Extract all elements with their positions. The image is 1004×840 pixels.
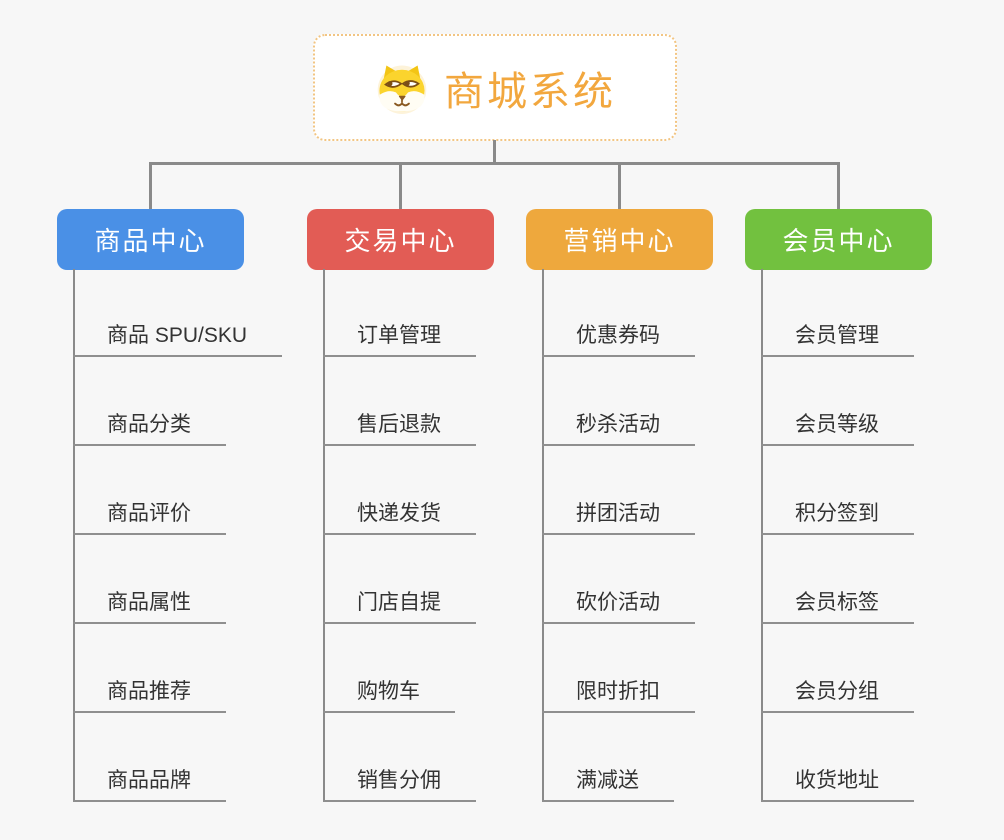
branch-drop-connector-marketing-center — [618, 162, 621, 211]
root-stem-connector — [493, 140, 496, 163]
branch-column-connector-product-center — [73, 269, 75, 801]
tree-item-product-center-2[interactable]: 商品评价 — [73, 499, 226, 535]
branch-header-member-center[interactable]: 会员中心 — [745, 209, 932, 270]
tree-item-trade-center-0[interactable]: 订单管理 — [323, 321, 476, 357]
tree-item-product-center-0[interactable]: 商品 SPU/SKU — [73, 321, 283, 357]
branch-header-marketing-center[interactable]: 营销中心 — [526, 209, 713, 270]
branch-label: 营销中心 — [563, 226, 676, 256]
tree-item-trade-center-2[interactable]: 快递发货 — [323, 499, 476, 535]
tree-item-marketing-center-0[interactable]: 优惠券码 — [542, 321, 695, 357]
tree-item-trade-center-1[interactable]: 售后退款 — [323, 410, 476, 446]
branch-column-connector-member-center — [761, 269, 763, 801]
tree-item-member-center-5[interactable]: 收货地址 — [761, 766, 914, 802]
branch-header-product-center[interactable]: 商品中心 — [57, 209, 244, 270]
branch-drop-connector-member-center — [837, 162, 840, 211]
tree-item-trade-center-5[interactable]: 销售分佣 — [323, 766, 476, 802]
root-title: 商城系统 — [444, 69, 616, 114]
tree-item-marketing-center-1[interactable]: 秒杀活动 — [542, 410, 695, 446]
tree-item-marketing-center-4[interactable]: 限时折扣 — [542, 677, 695, 713]
tree-item-product-center-4[interactable]: 商品推荐 — [73, 677, 226, 713]
branch-drop-connector-trade-center — [399, 162, 402, 211]
branch-label: 交易中心 — [344, 226, 457, 256]
dog-face-icon — [374, 62, 430, 114]
branch-label: 商品中心 — [94, 226, 207, 256]
tree-item-member-center-1[interactable]: 会员等级 — [761, 410, 914, 446]
branch-label: 会员中心 — [782, 226, 895, 256]
tree-item-product-center-1[interactable]: 商品分类 — [73, 410, 226, 446]
tree-item-trade-center-3[interactable]: 门店自提 — [323, 588, 476, 624]
tree-item-marketing-center-3[interactable]: 砍价活动 — [542, 588, 695, 624]
tree-item-product-center-5[interactable]: 商品品牌 — [73, 766, 226, 802]
root-node[interactable]: 商城系统 — [313, 34, 677, 141]
tree-item-member-center-2[interactable]: 积分签到 — [761, 499, 914, 535]
branch-column-connector-trade-center — [323, 269, 325, 801]
tree-item-member-center-4[interactable]: 会员分组 — [761, 677, 914, 713]
branch-column-connector-marketing-center — [542, 269, 544, 801]
tree-item-member-center-0[interactable]: 会员管理 — [761, 321, 914, 357]
tree-item-trade-center-4[interactable]: 购物车 — [323, 677, 455, 713]
branch-header-trade-center[interactable]: 交易中心 — [307, 209, 494, 270]
branch-drop-connector-product-center — [149, 162, 152, 211]
tree-item-member-center-3[interactable]: 会员标签 — [761, 588, 914, 624]
tree-item-marketing-center-5[interactable]: 满减送 — [542, 766, 674, 802]
branch-rail-connector — [149, 162, 840, 165]
tree-item-marketing-center-2[interactable]: 拼团活动 — [542, 499, 695, 535]
tree-item-product-center-3[interactable]: 商品属性 — [73, 588, 226, 624]
